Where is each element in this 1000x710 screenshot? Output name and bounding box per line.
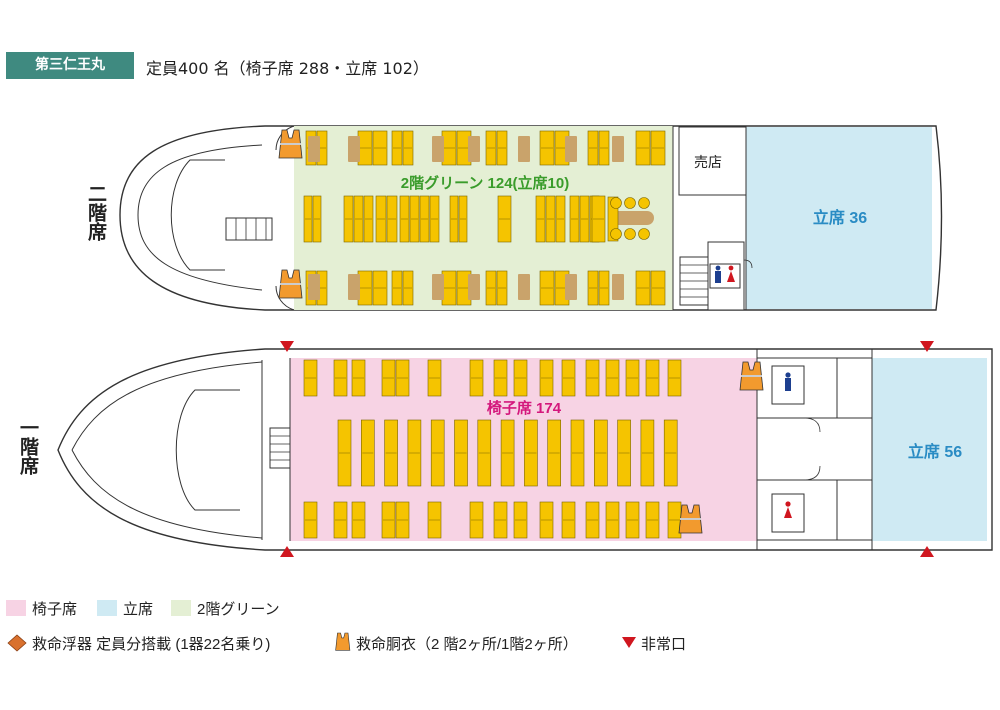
emergency-exit-triangle-icon xyxy=(280,341,294,352)
table xyxy=(348,274,360,300)
female-toilet-icon xyxy=(784,501,792,518)
lower-deck-label-text: 一階席 xyxy=(17,418,39,475)
lower-deck-label: 一階席 xyxy=(16,418,40,475)
green-area-label: 2階グリーン 124(立席10) xyxy=(401,174,569,192)
table xyxy=(612,274,624,300)
upper-seats xyxy=(303,130,666,306)
lower-standing-area xyxy=(872,358,987,541)
upper-deck: 2階グリーン 124(立席10) 売店 立席 36 xyxy=(119,125,943,311)
table xyxy=(612,136,624,162)
upper-bridge-console xyxy=(170,159,225,271)
table xyxy=(348,136,360,162)
male-toilet-icon xyxy=(715,265,721,283)
upper-lounge-bench xyxy=(607,196,654,242)
table xyxy=(565,274,577,300)
legend-standing-label: 立席 xyxy=(123,601,153,618)
upper-stair-front xyxy=(225,217,273,241)
life-vest-icon xyxy=(278,269,303,299)
table xyxy=(518,136,530,162)
legend-standing-swatch xyxy=(97,600,117,616)
emergency-exit-triangle-icon xyxy=(280,546,294,557)
female-toilet-icon xyxy=(727,265,735,282)
lower-deck: 椅子席 174 立席 56 xyxy=(57,341,993,557)
legend-chair-label: 椅子席 xyxy=(32,601,77,618)
emergency-exit-triangle-icon xyxy=(622,637,636,648)
table xyxy=(468,136,480,162)
legend: 椅子席 立席 2階グリーン 救命浮器 定員分搭載 (1器22名乗り) 救命胴衣（… xyxy=(6,600,686,653)
table xyxy=(468,274,480,300)
upper-standing-label: 立席 36 xyxy=(813,208,867,227)
ship-name-tag: 第三仁王丸 xyxy=(6,52,134,79)
table xyxy=(432,274,444,300)
upper-deck-label: 二階席 xyxy=(84,184,108,241)
lower-bow-rail xyxy=(71,361,263,451)
table xyxy=(518,274,530,300)
lower-bridge-console xyxy=(175,389,240,511)
emergency-exit-triangle-icon xyxy=(920,341,934,352)
legend-vest-label: 救命胴衣（2 階2ヶ所/1階2ヶ所） xyxy=(356,635,578,653)
chair-area-label: 椅子席 174 xyxy=(487,399,562,417)
capacity-text: 定員400 名（椅子席 288・立席 102） xyxy=(146,59,429,78)
male-toilet-icon xyxy=(785,372,791,391)
life-vest-icon xyxy=(739,361,764,391)
shop-label: 売店 xyxy=(694,154,722,170)
lower-standing-label: 立席 56 xyxy=(908,442,962,461)
lower-seats xyxy=(303,359,682,539)
legend-raft-label: 救命浮器 定員分搭載 (1器22名乗り) xyxy=(32,635,270,653)
upper-deck-label-text: 二階席 xyxy=(85,184,107,241)
table xyxy=(432,136,444,162)
table xyxy=(308,274,320,300)
upper-bow-rail xyxy=(137,144,263,216)
table xyxy=(565,136,577,162)
table xyxy=(308,136,320,162)
life-raft-icon xyxy=(7,634,27,652)
upper-standing-area xyxy=(746,127,932,309)
legend-green-label: 2階グリーン xyxy=(197,601,280,618)
life-vest-icon xyxy=(678,504,703,534)
legend-chair-swatch xyxy=(6,600,26,616)
upper-tables xyxy=(308,136,624,300)
emergency-exit-triangle-icon xyxy=(920,546,934,557)
life-vest-icon xyxy=(335,632,351,651)
life-vest-icon xyxy=(278,129,303,159)
legend-exit-label: 非常口 xyxy=(641,636,686,653)
legend-green-swatch xyxy=(171,600,191,616)
